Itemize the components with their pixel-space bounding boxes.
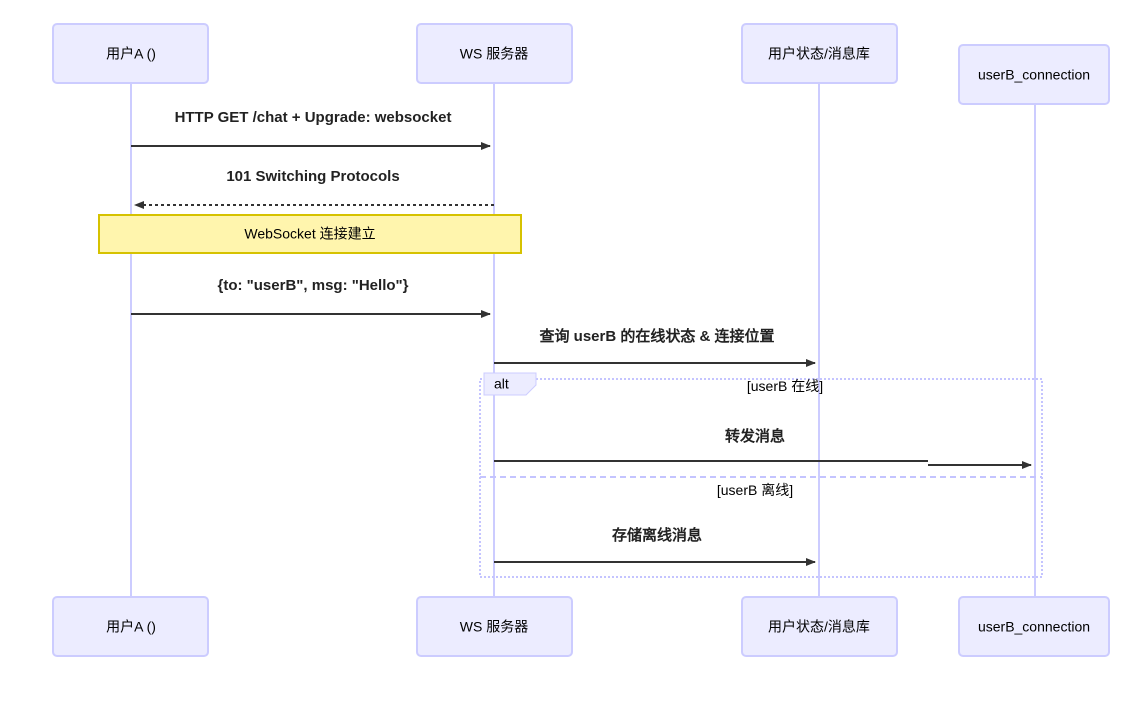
actor-label-wsServer-top: WS 服务器 (460, 46, 528, 62)
actor-box-userA-top[interactable] (52, 23, 209, 84)
lifelines (130, 83, 1036, 597)
actor-label-wsServer-bottom: WS 服务器 (460, 619, 528, 635)
message-label-forward: 转发消息 (725, 427, 785, 445)
actor-label-userA-top: 用户A () (106, 46, 156, 62)
alt-condition-offline: [userB 离线] (717, 482, 793, 498)
message-label-http-get: HTTP GET /chat + Upgrade: websocket (175, 109, 452, 126)
message-label-chat-payload: {to: "userB", msg: "Hello"} (218, 277, 409, 294)
alt-keyword-label: alt (494, 376, 509, 392)
actor-box-wsServer-top[interactable] (416, 23, 573, 84)
actor-label-userBConn-top: userB_connection (978, 67, 1090, 83)
note-websocket-established-label: WebSocket 连接建立 (244, 226, 375, 242)
message-label-query-status: 查询 userB 的在线状态 & 连接位置 (539, 327, 774, 345)
actor-box-store-bottom[interactable] (741, 596, 898, 657)
actor-label-store-bottom: 用户状态/消息库 (768, 619, 870, 635)
actor-label-store-top: 用户状态/消息库 (768, 46, 870, 62)
actor-label-userA-bottom: 用户A () (106, 619, 156, 635)
actor-label-userBConn-bottom: userB_connection (978, 619, 1090, 635)
actor-box-wsServer-bottom[interactable] (416, 596, 573, 657)
alt-keyword-tab (483, 372, 537, 396)
actor-boxes-bottom: 用户A () WS 服务器 用户状态/消息库 userB_connection (52, 596, 1110, 657)
message-label-101-switching: 101 Switching Protocols (226, 168, 399, 185)
actor-box-userA-bottom[interactable] (52, 596, 209, 657)
actor-box-userBConn-top[interactable] (958, 44, 1110, 105)
messages: HTTP GET /chat + Upgrade: websocket 101 … (98, 109, 1032, 566)
message-label-store-offline: 存储离线消息 (612, 526, 702, 544)
alt-condition-online: [userB 在线] (747, 378, 823, 394)
actor-box-store-top[interactable] (741, 23, 898, 84)
alt-fragment: alt [userB 在线] [userB 离线] (479, 372, 1043, 578)
note-websocket-established-box (98, 214, 522, 254)
actor-box-userBConn-bottom[interactable] (958, 596, 1110, 657)
actor-boxes-top: 用户A () WS 服务器 用户状态/消息库 userB_connection (52, 23, 1110, 105)
